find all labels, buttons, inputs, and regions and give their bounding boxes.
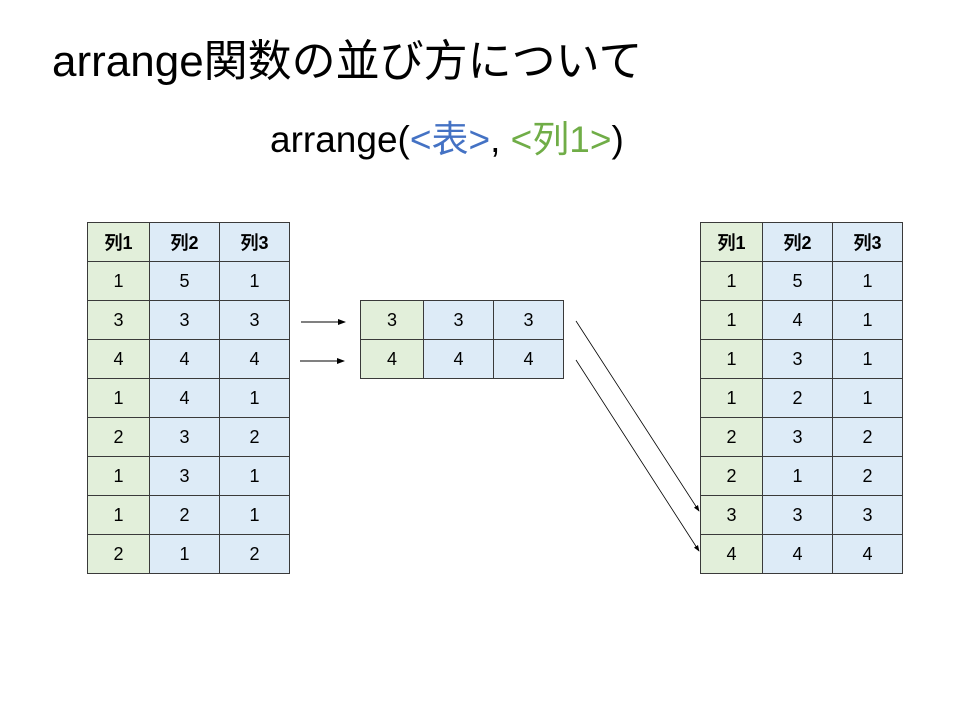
arrow-to-output-3 xyxy=(575,320,700,512)
table-cell: 3 xyxy=(360,300,424,340)
table-cell: 1 xyxy=(87,495,150,535)
table-cell: 2 xyxy=(87,417,150,457)
table-cell: 1 xyxy=(87,378,150,418)
table-cell: 3 xyxy=(423,300,494,340)
syntax-line: arrange(<表>, <列1>) xyxy=(270,112,624,168)
table-cell: 1 xyxy=(700,261,763,301)
table-cell: 3 xyxy=(762,495,833,535)
table-cell: 4 xyxy=(762,534,833,574)
table-cell: 1 xyxy=(87,456,150,496)
table-cell: 4 xyxy=(87,339,150,379)
table-cell: 1 xyxy=(832,339,903,379)
column-header: 列2 xyxy=(762,222,833,262)
table-cell: 3 xyxy=(493,300,564,340)
table-cell: 4 xyxy=(700,534,763,574)
syntax-sep: , xyxy=(490,119,511,160)
table-cell: 2 xyxy=(700,417,763,457)
arrow-to-output-4 xyxy=(575,359,700,552)
table-cell: 4 xyxy=(149,378,220,418)
table-cell: 1 xyxy=(219,456,290,496)
table-cell: 4 xyxy=(762,300,833,340)
table-cell: 1 xyxy=(832,300,903,340)
column-header: 列2 xyxy=(149,222,220,262)
table-cell: 4 xyxy=(360,339,424,379)
table-cell: 1 xyxy=(700,300,763,340)
table-cell: 4 xyxy=(423,339,494,379)
table-cell: 3 xyxy=(149,300,220,340)
table-cell: 1 xyxy=(832,378,903,418)
table-cell: 4 xyxy=(149,339,220,379)
table-cell: 2 xyxy=(219,534,290,574)
table-cell: 4 xyxy=(832,534,903,574)
syntax-arg-table: <表> xyxy=(409,119,491,160)
table-cell: 4 xyxy=(493,339,564,379)
table-cell: 1 xyxy=(700,378,763,418)
table-cell: 1 xyxy=(762,456,833,496)
table-cell: 5 xyxy=(149,261,220,301)
table-cell: 3 xyxy=(700,495,763,535)
table-cell: 3 xyxy=(149,417,220,457)
table-cell: 3 xyxy=(762,417,833,457)
column-header: 列1 xyxy=(700,222,763,262)
table-cell: 4 xyxy=(219,339,290,379)
table-cell: 2 xyxy=(832,456,903,496)
table-cell: 2 xyxy=(762,378,833,418)
table-cell: 3 xyxy=(832,495,903,535)
table-cell: 3 xyxy=(87,300,150,340)
table-cell: 2 xyxy=(219,417,290,457)
table-cell: 5 xyxy=(762,261,833,301)
syntax-suffix: ) xyxy=(611,119,624,160)
table-cell: 2 xyxy=(87,534,150,574)
syntax-arg-column: <列1> xyxy=(510,119,612,160)
table-cell: 1 xyxy=(219,495,290,535)
column-header: 列3 xyxy=(832,222,903,262)
table-cell: 2 xyxy=(832,417,903,457)
table-cell: 1 xyxy=(832,261,903,301)
table-cell: 3 xyxy=(219,300,290,340)
table-cell: 1 xyxy=(700,339,763,379)
table-cell: 3 xyxy=(762,339,833,379)
syntax-prefix: arrange( xyxy=(270,119,410,160)
column-header: 列3 xyxy=(219,222,290,262)
slide-title: arrange関数の並び方について xyxy=(52,37,643,86)
table-cell: 3 xyxy=(149,456,220,496)
